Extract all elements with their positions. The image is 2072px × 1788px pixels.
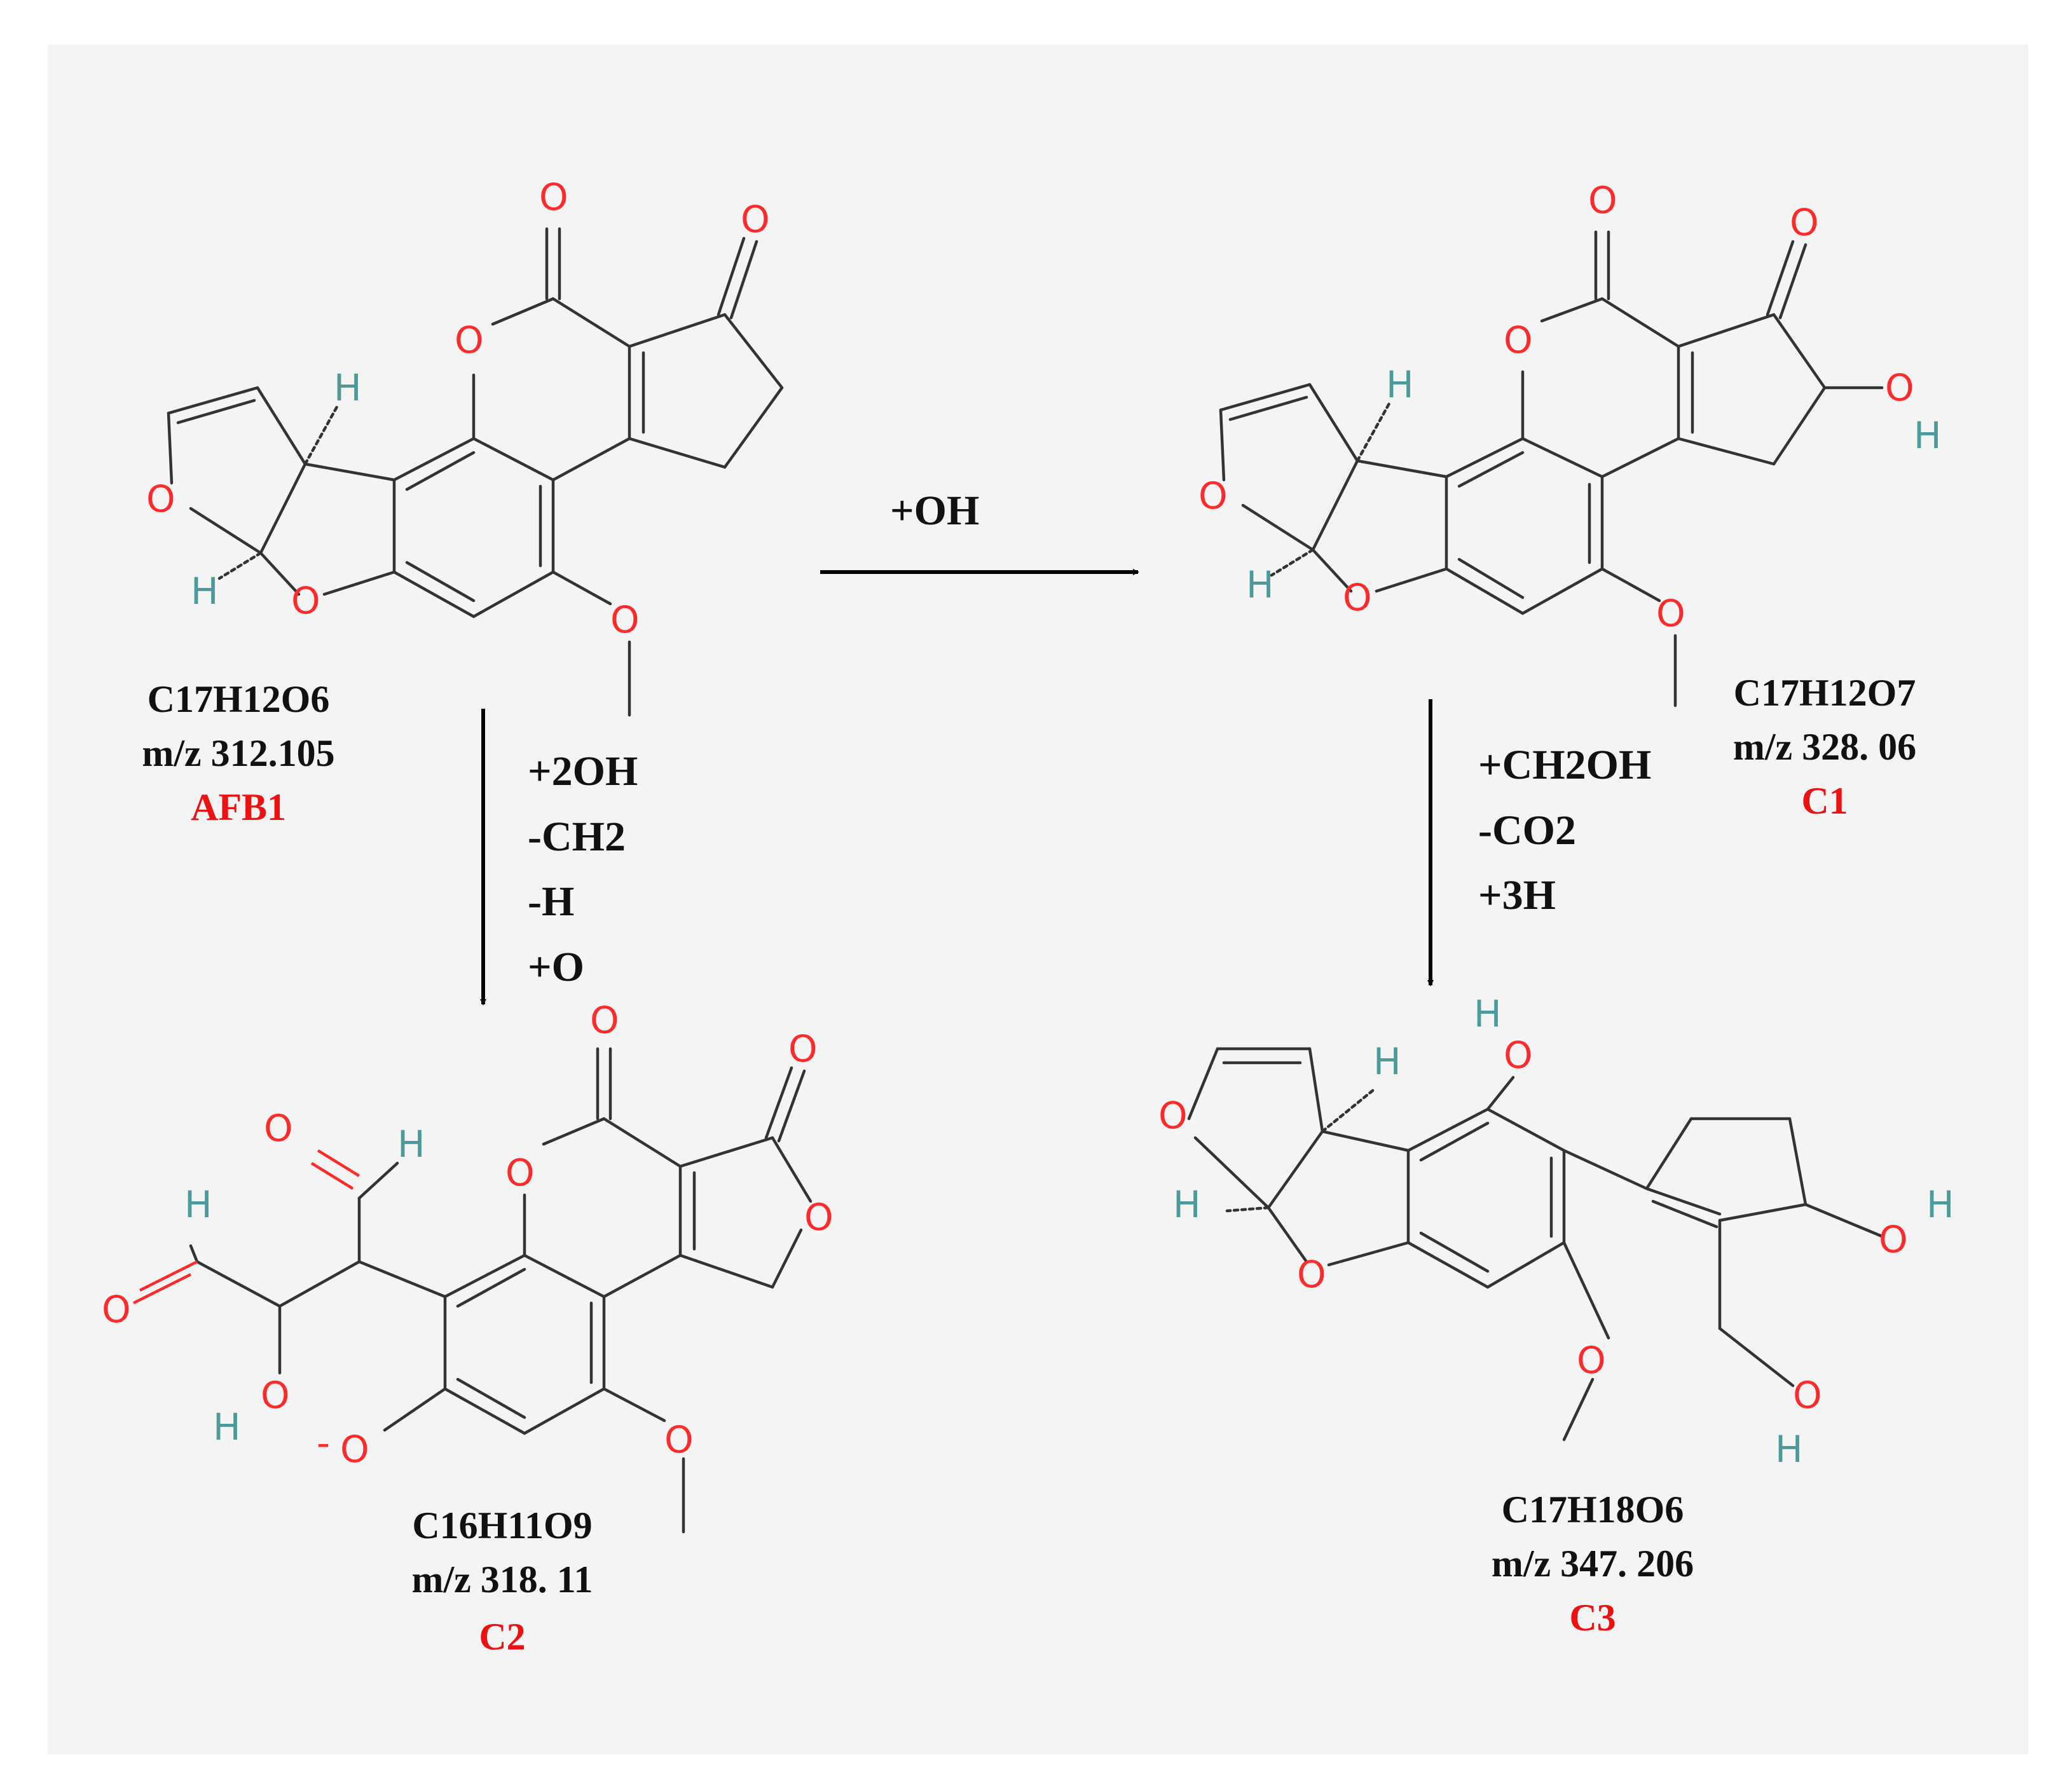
afb1-mz: m/z 312.105	[142, 732, 334, 774]
c3-o-furan1: O	[1158, 1094, 1188, 1137]
structure-afb1: O O O O O O H H	[146, 175, 784, 717]
background-panel	[48, 44, 2028, 1754]
afb1-o-lactone: O	[455, 318, 484, 362]
structure-c2: O O O O O O - O H H O O H	[102, 999, 834, 1534]
step-afb1-to-c2-0: +2OH	[528, 748, 638, 795]
c1-h-1: H	[1386, 363, 1414, 406]
afb1-name: AFB1	[191, 786, 286, 828]
afb1-h-2: H	[191, 570, 219, 613]
afb1-o-carbonyl: O	[539, 175, 568, 219]
step-afb1-to-c2-2: -H	[528, 878, 574, 925]
step-afb1-to-c2-1: -CH2	[528, 814, 626, 860]
step-c1-to-c3-0: +CH2OH	[1478, 742, 1651, 788]
step-c1-to-c3-2: +3H	[1478, 872, 1556, 918]
c3-h-2: H	[1173, 1183, 1201, 1226]
c2-o-lactone-carbonyl: O	[788, 1027, 818, 1070]
c3-o-hydroxyl: O	[1879, 1218, 1908, 1261]
afb1-o-ketone: O	[741, 198, 770, 241]
afb1-o-furan2: O	[291, 579, 320, 622]
c3-name: C3	[1569, 1597, 1616, 1639]
step-c1-to-c3-1: -CO2	[1478, 807, 1576, 854]
afb1-h-1: H	[334, 366, 362, 409]
c2-mz: m/z 318. 11	[412, 1559, 593, 1600]
c2-name: C2	[479, 1616, 525, 1658]
c2-o-aldehyde2: O	[102, 1288, 131, 1331]
c3-h-hydroxyl: H	[1926, 1183, 1954, 1226]
afb1-o-methoxy: O	[610, 598, 640, 641]
c3-mz: m/z 347. 206	[1492, 1543, 1694, 1585]
afb1-o-furan1: O	[146, 477, 175, 521]
c3-o-phenol: O	[1504, 1034, 1533, 1077]
c1-h-hydroxyl: H	[1914, 414, 1942, 457]
c1-o-methoxy: O	[1656, 592, 1685, 635]
c1-o-ketone: O	[1790, 201, 1819, 244]
c1-o-carbonyl: O	[1588, 179, 1617, 222]
c2-o-carbonyl: O	[590, 999, 619, 1042]
c2-o-furanone: O	[804, 1196, 834, 1239]
structure-c1: O O O O H O O O H H	[1198, 179, 1942, 707]
c2-o-aldehyde1: O	[264, 1107, 293, 1150]
c3-h-1: H	[1373, 1040, 1401, 1083]
structure-c3: H O H O H O O O H O H	[1158, 992, 1954, 1471]
c1-name: C1	[1801, 780, 1848, 822]
c3-o-methoxy: O	[1577, 1339, 1606, 1382]
c2-h-aldehyde1: H	[397, 1123, 425, 1166]
c2-o-methoxy: O	[664, 1418, 694, 1461]
c2-formula: C16H11O9	[412, 1505, 592, 1546]
c2-o-hydroxyl: O	[261, 1374, 290, 1417]
c2-h-aldehyde2: H	[184, 1183, 212, 1226]
c2-h-hydroxyl: H	[213, 1405, 241, 1449]
c1-o-furan2: O	[1343, 576, 1372, 619]
c1-o-lactone: O	[1504, 318, 1533, 362]
c2-o-phenolate: O	[340, 1428, 369, 1471]
c2-o-lactone: O	[505, 1151, 535, 1194]
step-afb1-to-c2-3: +O	[528, 944, 584, 990]
c1-mz: m/z 328. 06	[1733, 726, 1916, 768]
c3-o-ch2oh: O	[1793, 1374, 1822, 1417]
c3-h-phenol: H	[1474, 992, 1502, 1035]
afb1-formula: C17H12O6	[148, 678, 330, 720]
c1-o-hydroxyl: O	[1885, 366, 1914, 409]
c2-o-minus: -	[317, 1421, 330, 1464]
c1-formula: C17H12O7	[1734, 672, 1916, 714]
step-afb1-to-c1-0: +OH	[890, 488, 979, 534]
c1-h-2: H	[1246, 563, 1274, 606]
c3-o-furan2: O	[1297, 1253, 1326, 1296]
c3-formula: C17H18O6	[1502, 1489, 1684, 1531]
c3-h-ch2oh: H	[1775, 1428, 1803, 1471]
c1-o-furan1: O	[1198, 474, 1228, 517]
